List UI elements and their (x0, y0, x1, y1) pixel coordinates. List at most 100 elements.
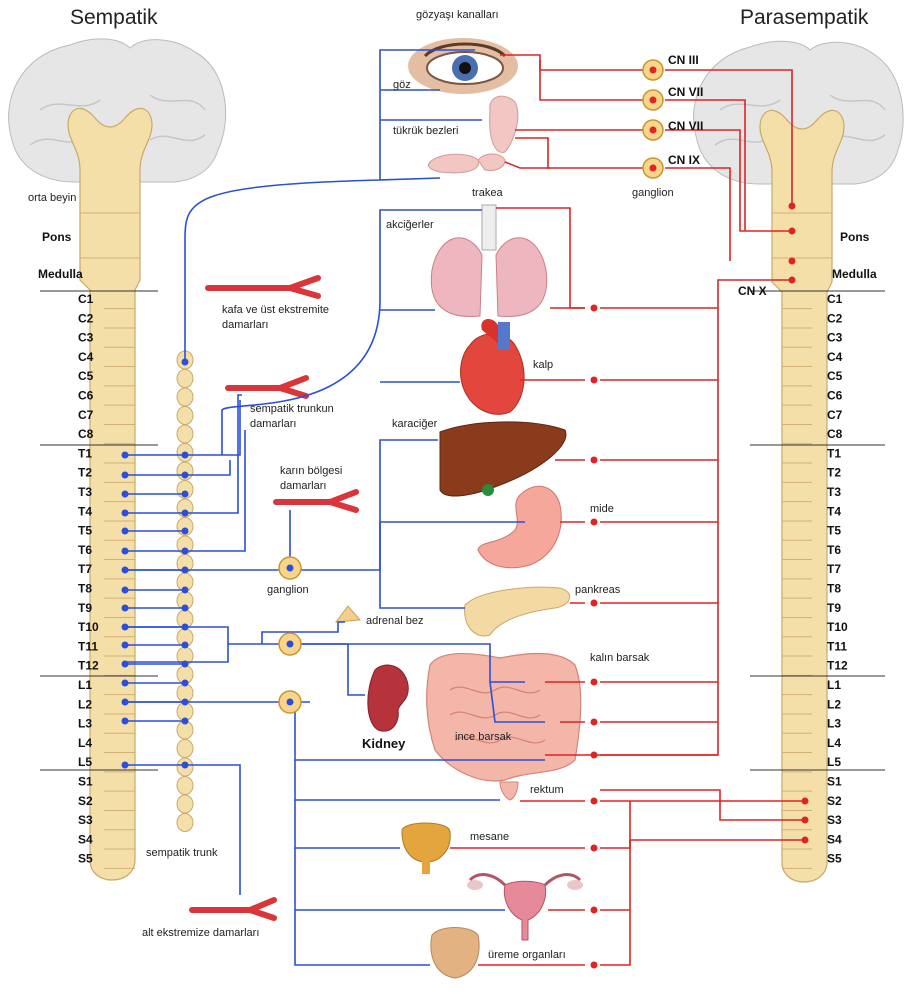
kidney-organ (368, 665, 408, 731)
nerve-dot (650, 97, 657, 104)
segment-label-left: T7 (78, 562, 92, 576)
label-abdominal-vessels: karın bölgesidamarları (280, 465, 342, 492)
nerve-dot (182, 587, 189, 594)
segment-label-right: S2 (827, 794, 842, 808)
label-pons-right: Pons (840, 230, 870, 244)
nerve-dot (802, 798, 809, 805)
trunk-ganglion (177, 740, 193, 758)
label-cn-ix: CN IX (668, 153, 700, 167)
segment-label-right: C1 (827, 292, 843, 306)
label-lacrimal: gözyaşı kanalları (416, 9, 499, 21)
nerve-dot (287, 641, 294, 648)
trunk-ganglion (177, 814, 193, 832)
label-liver: karaciğer (392, 418, 438, 430)
label-lungs: akciğerler (386, 219, 434, 231)
label-medulla-left: Medulla (38, 267, 83, 281)
nerve-dot (182, 452, 189, 459)
trunk-ganglion (177, 370, 193, 388)
label-trunk-vessels: sempatik trunkundamarları (250, 403, 334, 430)
segment-label-right: T10 (827, 620, 848, 634)
label-pancreas: pankreas (575, 584, 621, 596)
nerve-dot (122, 491, 129, 498)
nerve-dot (122, 680, 129, 687)
label-sympathetic-trunk: sempatik trunk (146, 847, 218, 859)
segment-label-left: T12 (78, 659, 99, 673)
nerve-dot (122, 472, 129, 479)
segment-label-left: L4 (78, 736, 92, 750)
segment-label-right: L4 (827, 736, 841, 750)
nerve-dot (789, 258, 796, 265)
segment-label-right: T2 (827, 466, 841, 480)
stomach-organ (478, 486, 561, 567)
label-kidney: Kidney (362, 736, 406, 751)
nerve-dot (182, 699, 189, 706)
nerve-dot (182, 528, 189, 535)
nerve-dot (591, 962, 598, 969)
segment-label-right: T4 (827, 504, 841, 518)
segment-label-left: S5 (78, 852, 93, 866)
nerve-dot (287, 699, 294, 706)
label-medulla-right: Medulla (832, 267, 877, 281)
segment-label-right: T8 (827, 582, 841, 596)
label-stomach: mide (590, 503, 614, 515)
segment-label-right: T9 (827, 601, 841, 615)
label-reproductive: üreme organları (488, 949, 566, 961)
nerve-dot (182, 642, 189, 649)
segment-label-right: C5 (827, 369, 843, 383)
segment-label-right: L2 (827, 697, 841, 711)
label-bladder: mesane (470, 831, 509, 843)
label-cn-x: CN X (738, 284, 767, 298)
nerve-dot (591, 679, 598, 686)
nerve-dot (122, 567, 129, 574)
segment-label-right: T7 (827, 562, 841, 576)
nerve-dot (182, 491, 189, 498)
nerve-dot (287, 565, 294, 572)
nerve-dot (122, 624, 129, 631)
segment-label-left: S4 (78, 832, 93, 846)
label-cn-iii: CN III (668, 53, 699, 67)
nerve-dot (591, 305, 598, 312)
label-trachea: trakea (472, 187, 503, 199)
nerve-dot (122, 718, 129, 725)
label-ganglion-top: ganglion (632, 187, 674, 199)
nerve-dot (650, 127, 657, 134)
label-cn-vii-2: CN VII (668, 119, 703, 133)
sympathetic-ganglia (279, 557, 301, 713)
right-segment-labels: C1C2C3C4C5C6C7C8T1T2T3T4T5T6T7T8T9T10T11… (827, 292, 848, 866)
segment-label-right: T12 (827, 659, 848, 673)
label-rectum: rektum (530, 784, 564, 796)
segment-label-right: C2 (827, 311, 843, 325)
bladder-organ (402, 823, 450, 874)
segment-label-right: C4 (827, 350, 843, 364)
nerve-dot (182, 680, 189, 687)
nerve-dot (591, 377, 598, 384)
nerve-dot (591, 752, 598, 759)
segment-label-left: T11 (78, 639, 98, 653)
segment-label-left: C5 (78, 369, 94, 383)
segment-label-left: T2 (78, 466, 92, 480)
nerve-dot (182, 762, 189, 769)
nerve-dot (591, 798, 598, 805)
label-heart: kalp (533, 359, 553, 371)
title-sympathetic: Sempatik (70, 6, 158, 29)
segment-label-right: C3 (827, 331, 843, 345)
segment-label-right: T6 (827, 543, 841, 557)
nerve-dot (182, 605, 189, 612)
segment-label-left: C3 (78, 331, 94, 345)
segment-label-left: T4 (78, 504, 92, 518)
nerve-dot (802, 837, 809, 844)
nerve-dot (789, 277, 796, 284)
segment-label-right: L1 (827, 678, 841, 692)
segment-label-left: S2 (78, 794, 93, 808)
segment-label-left: C1 (78, 292, 94, 306)
segment-label-right: T11 (827, 639, 847, 653)
segment-label-left: T6 (78, 543, 92, 557)
segment-label-left: C8 (78, 427, 94, 441)
segment-label-left: L3 (78, 717, 92, 731)
label-ganglion-mid: ganglion (267, 584, 309, 596)
nerve-dot (591, 600, 598, 607)
nerve-dot (122, 699, 129, 706)
nerve-dot (122, 587, 129, 594)
